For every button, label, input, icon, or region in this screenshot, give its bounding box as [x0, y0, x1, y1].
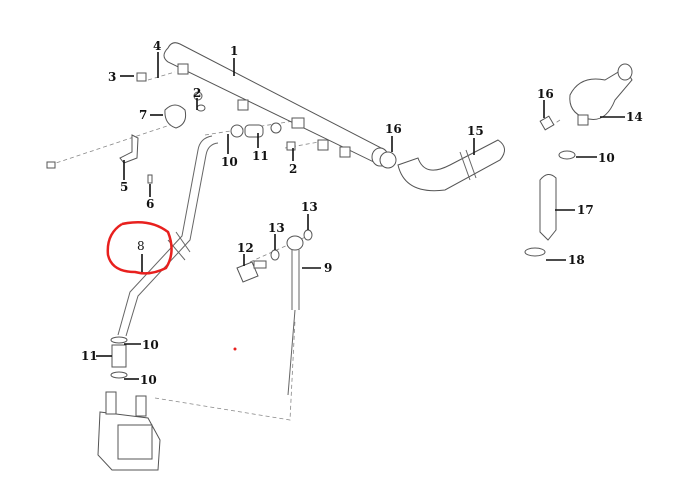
- clamp-bracket: [46, 104, 187, 184]
- callout-2: 2: [193, 86, 201, 100]
- callout-labels: 1 2 2 3 4 5 6 7 8 9 10 10 10 10 11 11 12…: [81, 39, 643, 387]
- callout-11: 11: [81, 349, 98, 363]
- callout-11: 11: [252, 149, 269, 163]
- callout-5: 5: [120, 180, 128, 194]
- highlight-circle: [106, 221, 173, 275]
- callout-1: 1: [230, 44, 238, 58]
- callout-13: 13: [268, 221, 285, 235]
- callout-16: 16: [537, 87, 554, 101]
- callout-16: 16: [385, 122, 402, 136]
- callout-14: 14: [626, 110, 643, 124]
- callout-10: 10: [142, 338, 159, 352]
- oil-hose: [110, 135, 219, 379]
- callout-18: 18: [568, 253, 585, 267]
- callout-15: 15: [467, 124, 484, 138]
- banjo-pipe: [236, 229, 313, 396]
- callout-17: 17: [577, 203, 594, 217]
- callout-12: 12: [237, 241, 254, 255]
- callout-10: 10: [140, 373, 157, 387]
- callout-10: 10: [598, 151, 615, 165]
- callout-9: 9: [324, 261, 332, 275]
- callout-7: 7: [139, 108, 147, 122]
- fuel-rail: [136, 42, 389, 167]
- callout-2: 2: [289, 162, 297, 176]
- coolant-hose: [379, 139, 505, 192]
- red-dot: [233, 347, 237, 351]
- callout-10: 10: [221, 155, 238, 169]
- callout-6: 6: [146, 197, 154, 211]
- callout-8: 8: [137, 239, 145, 253]
- leader-lines: [96, 52, 625, 380]
- thermostat-housing: [524, 63, 633, 257]
- callout-4: 4: [153, 39, 161, 53]
- callout-3: 3: [108, 70, 116, 84]
- callout-13: 13: [301, 200, 318, 214]
- oil-cooler: [97, 391, 161, 471]
